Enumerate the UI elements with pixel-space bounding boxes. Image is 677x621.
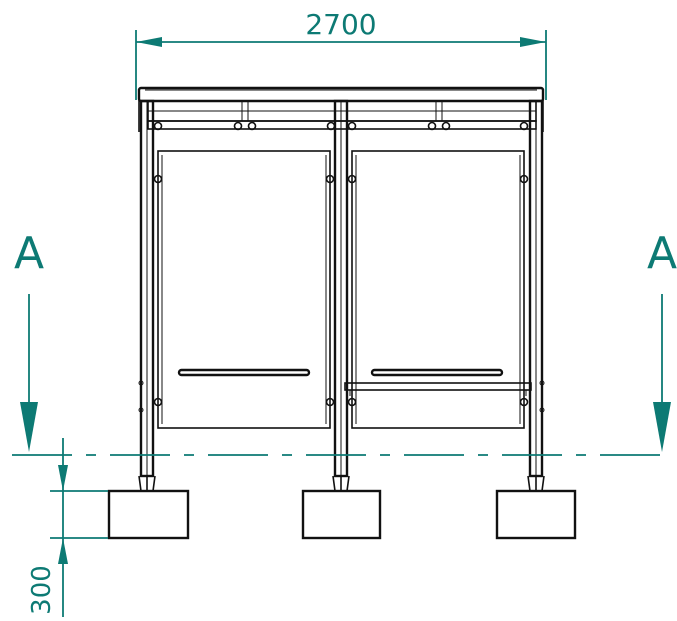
foundation-left [107,475,190,540]
foundation-middle [301,475,382,540]
bench [344,382,532,396]
glass-panel-right [347,150,529,429]
glass-panel-left [153,150,335,429]
height-dimension-label: 300 [27,565,57,615]
foundation-right [495,475,577,540]
section-marker-right: A [647,228,677,452]
foundations [107,475,577,540]
post-fixings [138,380,545,413]
roof-bolts [153,121,529,131]
section-label-right: A [647,228,677,279]
width-dimension: 2700 [135,8,547,100]
height-dimension: 300 [27,438,108,617]
width-dimension-label: 2700 [305,8,376,41]
section-marker-left: A [14,228,44,452]
section-label-left: A [14,228,44,279]
shelter-posts [139,99,544,478]
